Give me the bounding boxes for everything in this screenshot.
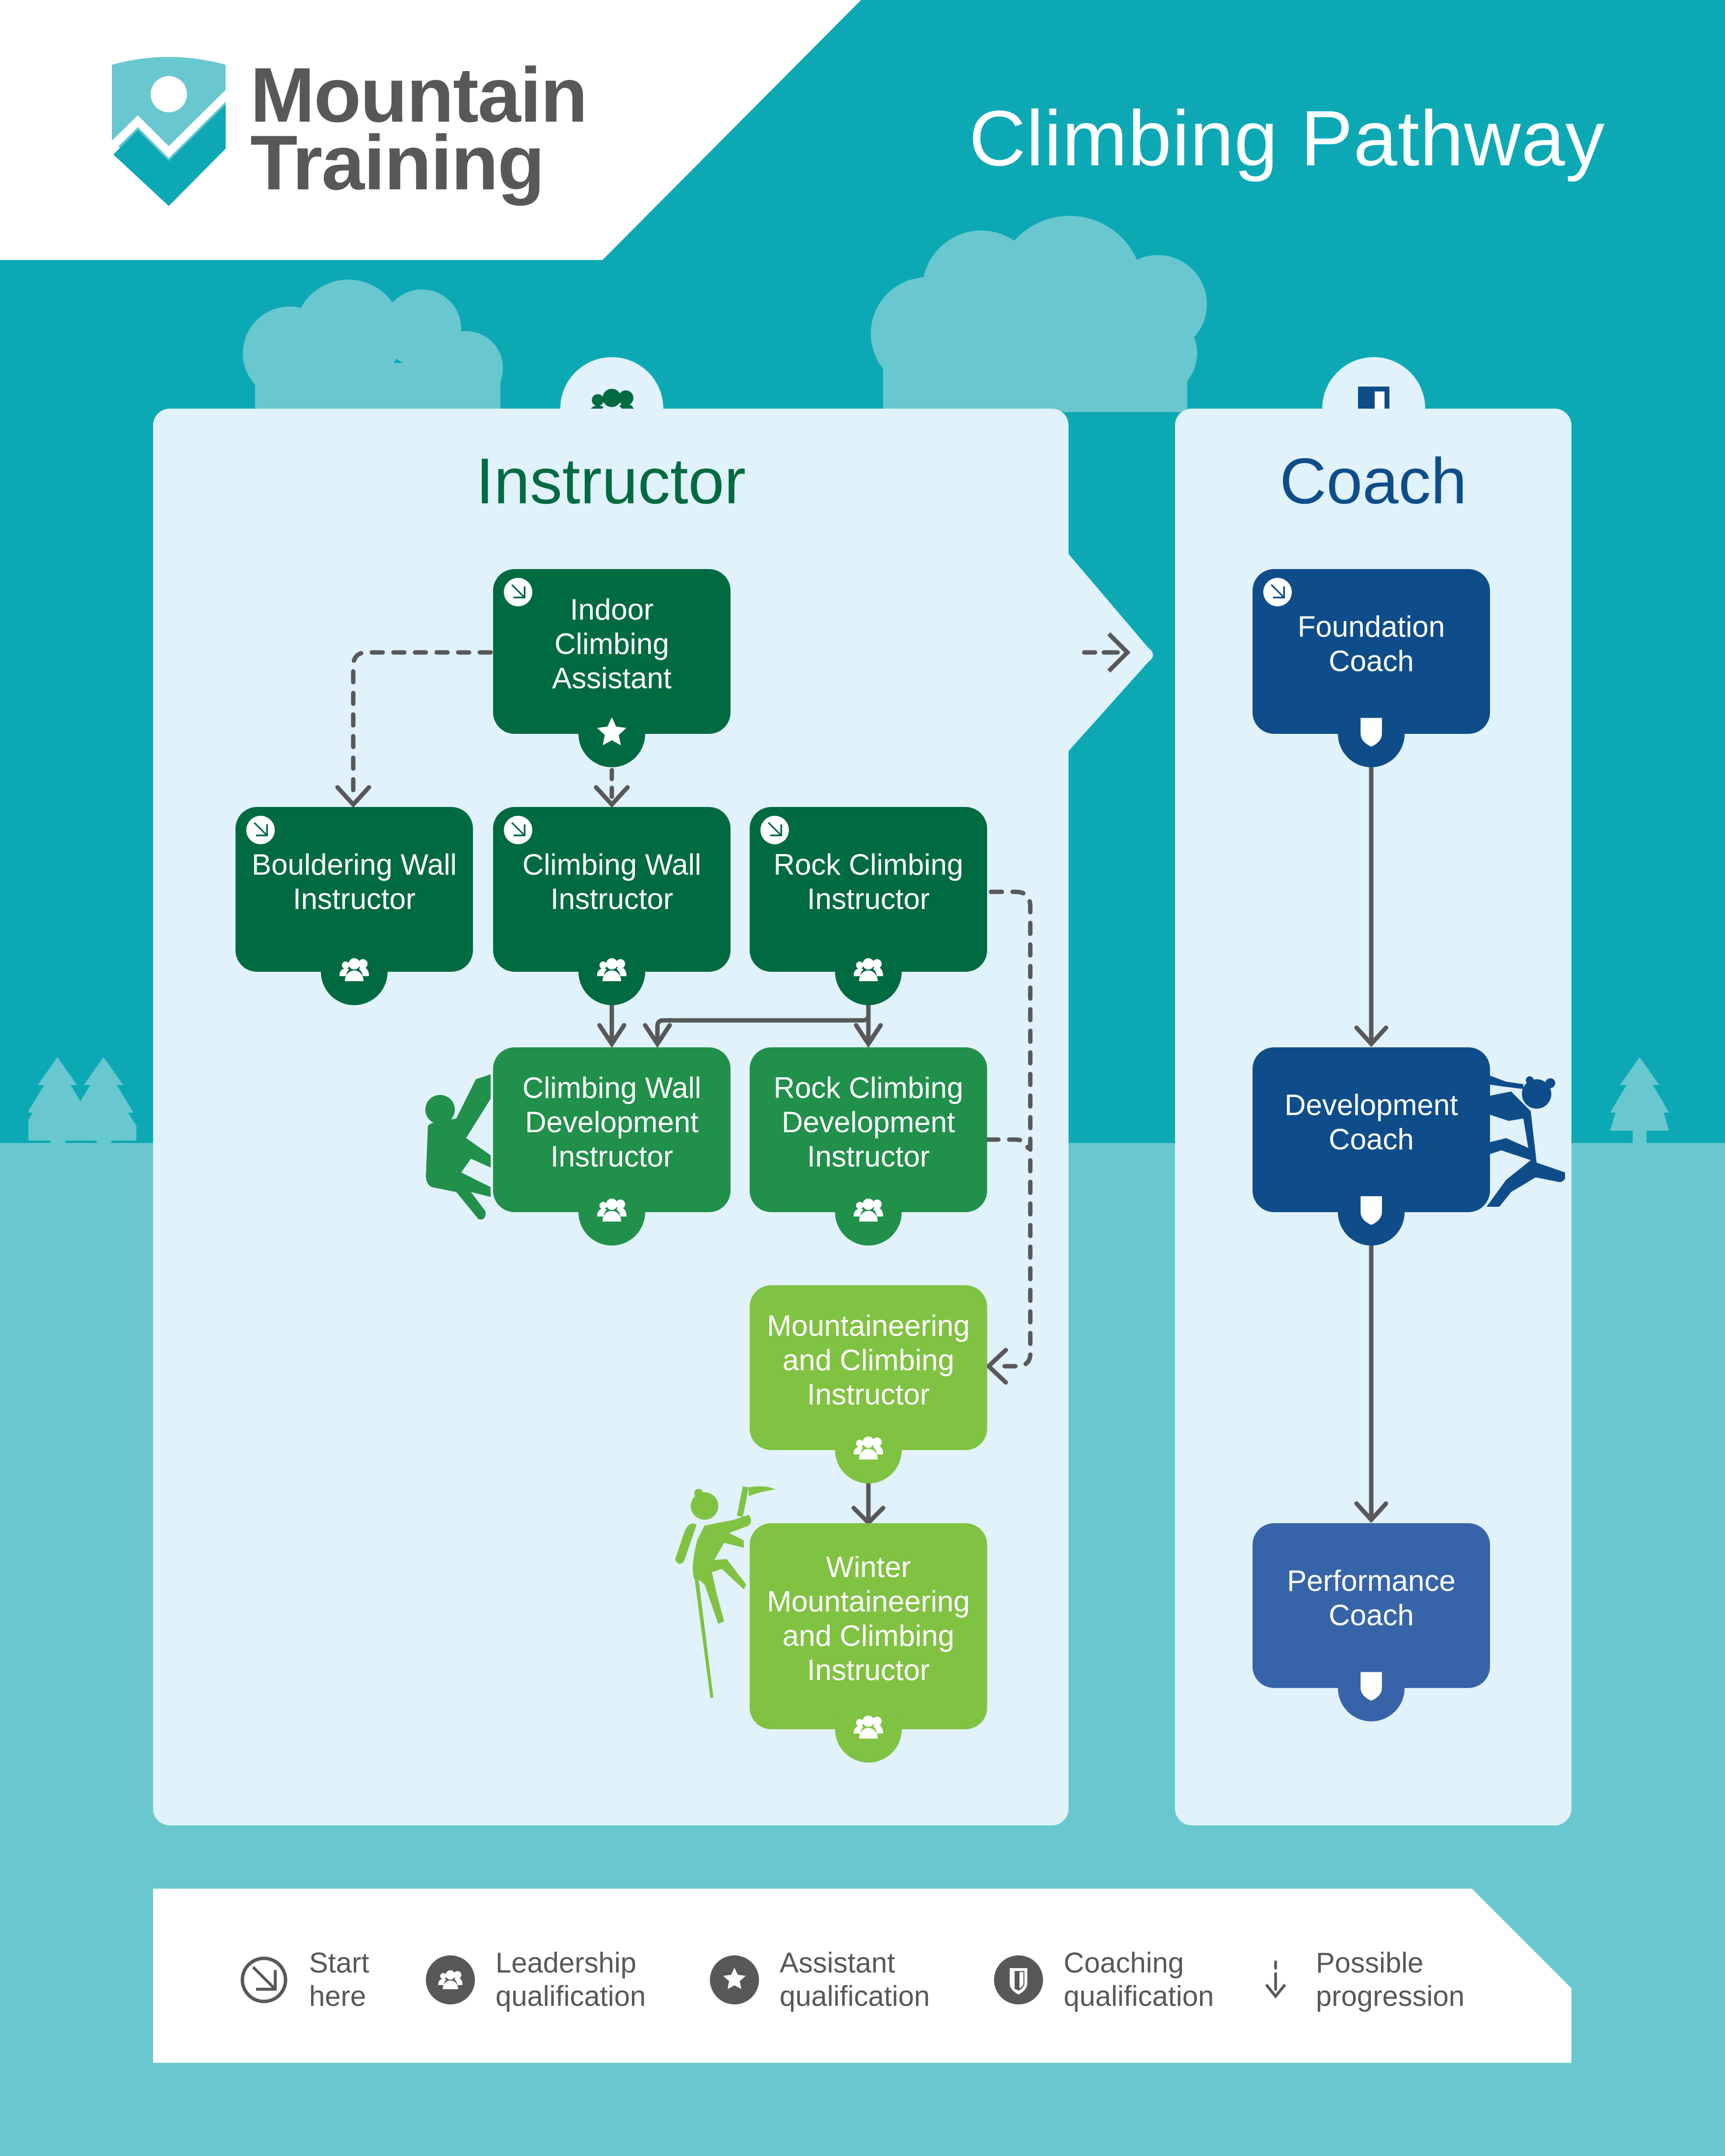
node-rock-climbing-development-instructor[interactable]: Rock Climbing Development Instructor bbox=[750, 1047, 987, 1246]
cloud-right bbox=[871, 216, 1207, 412]
node-indoor-climbing-assistant[interactable]: Indoor Climbing Assistant bbox=[493, 569, 731, 767]
climber-figure-green bbox=[425, 1074, 491, 1220]
brand-line-2: Training bbox=[250, 120, 545, 206]
legend-background bbox=[153, 1889, 1571, 2063]
trees-left bbox=[28, 1057, 136, 1145]
qualification-badge bbox=[1338, 701, 1405, 767]
progression-arrow-icon bbox=[1265, 1960, 1286, 1999]
legend-item-progression: Possible progression bbox=[1256, 1947, 1464, 2013]
qualification-badge bbox=[321, 938, 388, 1005]
leadership-icon bbox=[426, 1955, 475, 2004]
node-climbing-wall-instructor[interactable]: Climbing Wall Instructor bbox=[493, 807, 731, 1005]
qualification-badge bbox=[835, 1417, 902, 1483]
node-rock-climbing-instructor[interactable]: Rock Climbing Instructor bbox=[750, 807, 987, 1005]
legend-label: Leadership qualification bbox=[496, 1947, 646, 2012]
node-label: Mountaineering and Climbing Instructor bbox=[767, 1309, 970, 1411]
leadership-icon bbox=[338, 953, 371, 987]
climber-figure-blue bbox=[1487, 1074, 1565, 1207]
leadership-icon bbox=[852, 953, 885, 987]
coach-column-title: Coach bbox=[1280, 445, 1467, 517]
assistant-star-icon bbox=[710, 1955, 759, 2004]
qualification-badge bbox=[835, 1179, 902, 1246]
node-performance-coach[interactable]: Performance Coach bbox=[1253, 1523, 1490, 1721]
coaching-shield-icon bbox=[994, 1955, 1043, 2004]
node-label: Climbing Wall Development Instructor bbox=[522, 1071, 702, 1173]
cloud-left bbox=[243, 280, 503, 422]
climber-figure-winter bbox=[675, 1486, 776, 1698]
qualification-badge bbox=[835, 1696, 902, 1763]
qualification-badge bbox=[578, 1179, 645, 1246]
node-label: Development Coach bbox=[1284, 1089, 1458, 1156]
qualification-badge bbox=[1338, 1179, 1405, 1246]
node-development-coach[interactable]: Development Coach bbox=[1253, 1047, 1490, 1246]
assistant-star-icon bbox=[595, 715, 628, 749]
page-title: Climbing Pathway bbox=[969, 94, 1605, 182]
qualification-badge bbox=[835, 938, 902, 1005]
legend-label: Start here bbox=[309, 1947, 369, 2012]
legend-item-assistant: Assistant qualification bbox=[710, 1947, 930, 2013]
coaching-shield-icon bbox=[1355, 1669, 1388, 1703]
qualification-badge bbox=[578, 938, 645, 1005]
brand-line-1: Mountain bbox=[250, 52, 588, 138]
node-climbing-wall-development-instructor[interactable]: Climbing Wall Development Instructor bbox=[493, 1047, 731, 1246]
qualification-badge bbox=[1338, 1655, 1405, 1721]
start-here-icon bbox=[504, 816, 532, 844]
node-winter-mountaineering-and-climbing-instructor[interactable]: Winter Mountaineering and Climbing Instr… bbox=[750, 1523, 987, 1763]
start-here-icon bbox=[760, 816, 789, 844]
legend-item-coaching: Coaching qualification bbox=[994, 1947, 1214, 2013]
coaching-shield-icon bbox=[1355, 1194, 1388, 1227]
start-here-icon bbox=[246, 816, 275, 844]
legend-item-start-here: Start here bbox=[239, 1947, 369, 2013]
node-label: Indoor Climbing Assistant bbox=[552, 593, 672, 695]
coaching-shield-icon bbox=[1355, 715, 1388, 749]
legend-label: Possible progression bbox=[1316, 1947, 1465, 2012]
node-label: Rock Climbing Instructor bbox=[773, 848, 964, 915]
legend-label: Assistant qualification bbox=[780, 1947, 930, 2012]
legend-label: Coaching qualification bbox=[1064, 1947, 1214, 2012]
node-label: Performance Coach bbox=[1287, 1564, 1456, 1632]
node-label: Bouldering Wall Instructor bbox=[252, 848, 457, 915]
instructor-to-coach-chevron bbox=[1065, 549, 1153, 755]
start-here-icon bbox=[1263, 578, 1292, 606]
leadership-icon bbox=[852, 1431, 885, 1465]
node-label: Foundation Coach bbox=[1297, 610, 1445, 677]
mountain-training-logo-icon bbox=[112, 57, 226, 206]
node-label: Rock Climbing Development Instructor bbox=[773, 1071, 964, 1173]
instructor-column-title: Instructor bbox=[475, 445, 746, 517]
node-foundation-coach[interactable]: Foundation Coach bbox=[1253, 569, 1490, 767]
leadership-icon bbox=[852, 1711, 885, 1744]
node-mountaineering-and-climbing-instructor[interactable]: Mountaineering and Climbing Instructor bbox=[750, 1285, 987, 1483]
start-here-icon bbox=[240, 1956, 288, 2003]
leadership-icon bbox=[852, 1194, 885, 1227]
leadership-icon bbox=[595, 1194, 628, 1227]
node-label: Winter Mountaineering and Climbing Instr… bbox=[767, 1551, 970, 1687]
node-label: Climbing Wall Instructor bbox=[522, 848, 702, 915]
brand-name: Mountain Training bbox=[250, 52, 588, 206]
start-here-icon bbox=[504, 578, 532, 606]
node-bouldering-wall-instructor[interactable]: Bouldering Wall Instructor bbox=[235, 807, 473, 1005]
tree-right bbox=[1610, 1057, 1669, 1145]
leadership-icon bbox=[595, 953, 628, 987]
legend-item-leadership: Leadership qualification bbox=[426, 1947, 646, 2013]
qualification-badge bbox=[578, 701, 645, 767]
